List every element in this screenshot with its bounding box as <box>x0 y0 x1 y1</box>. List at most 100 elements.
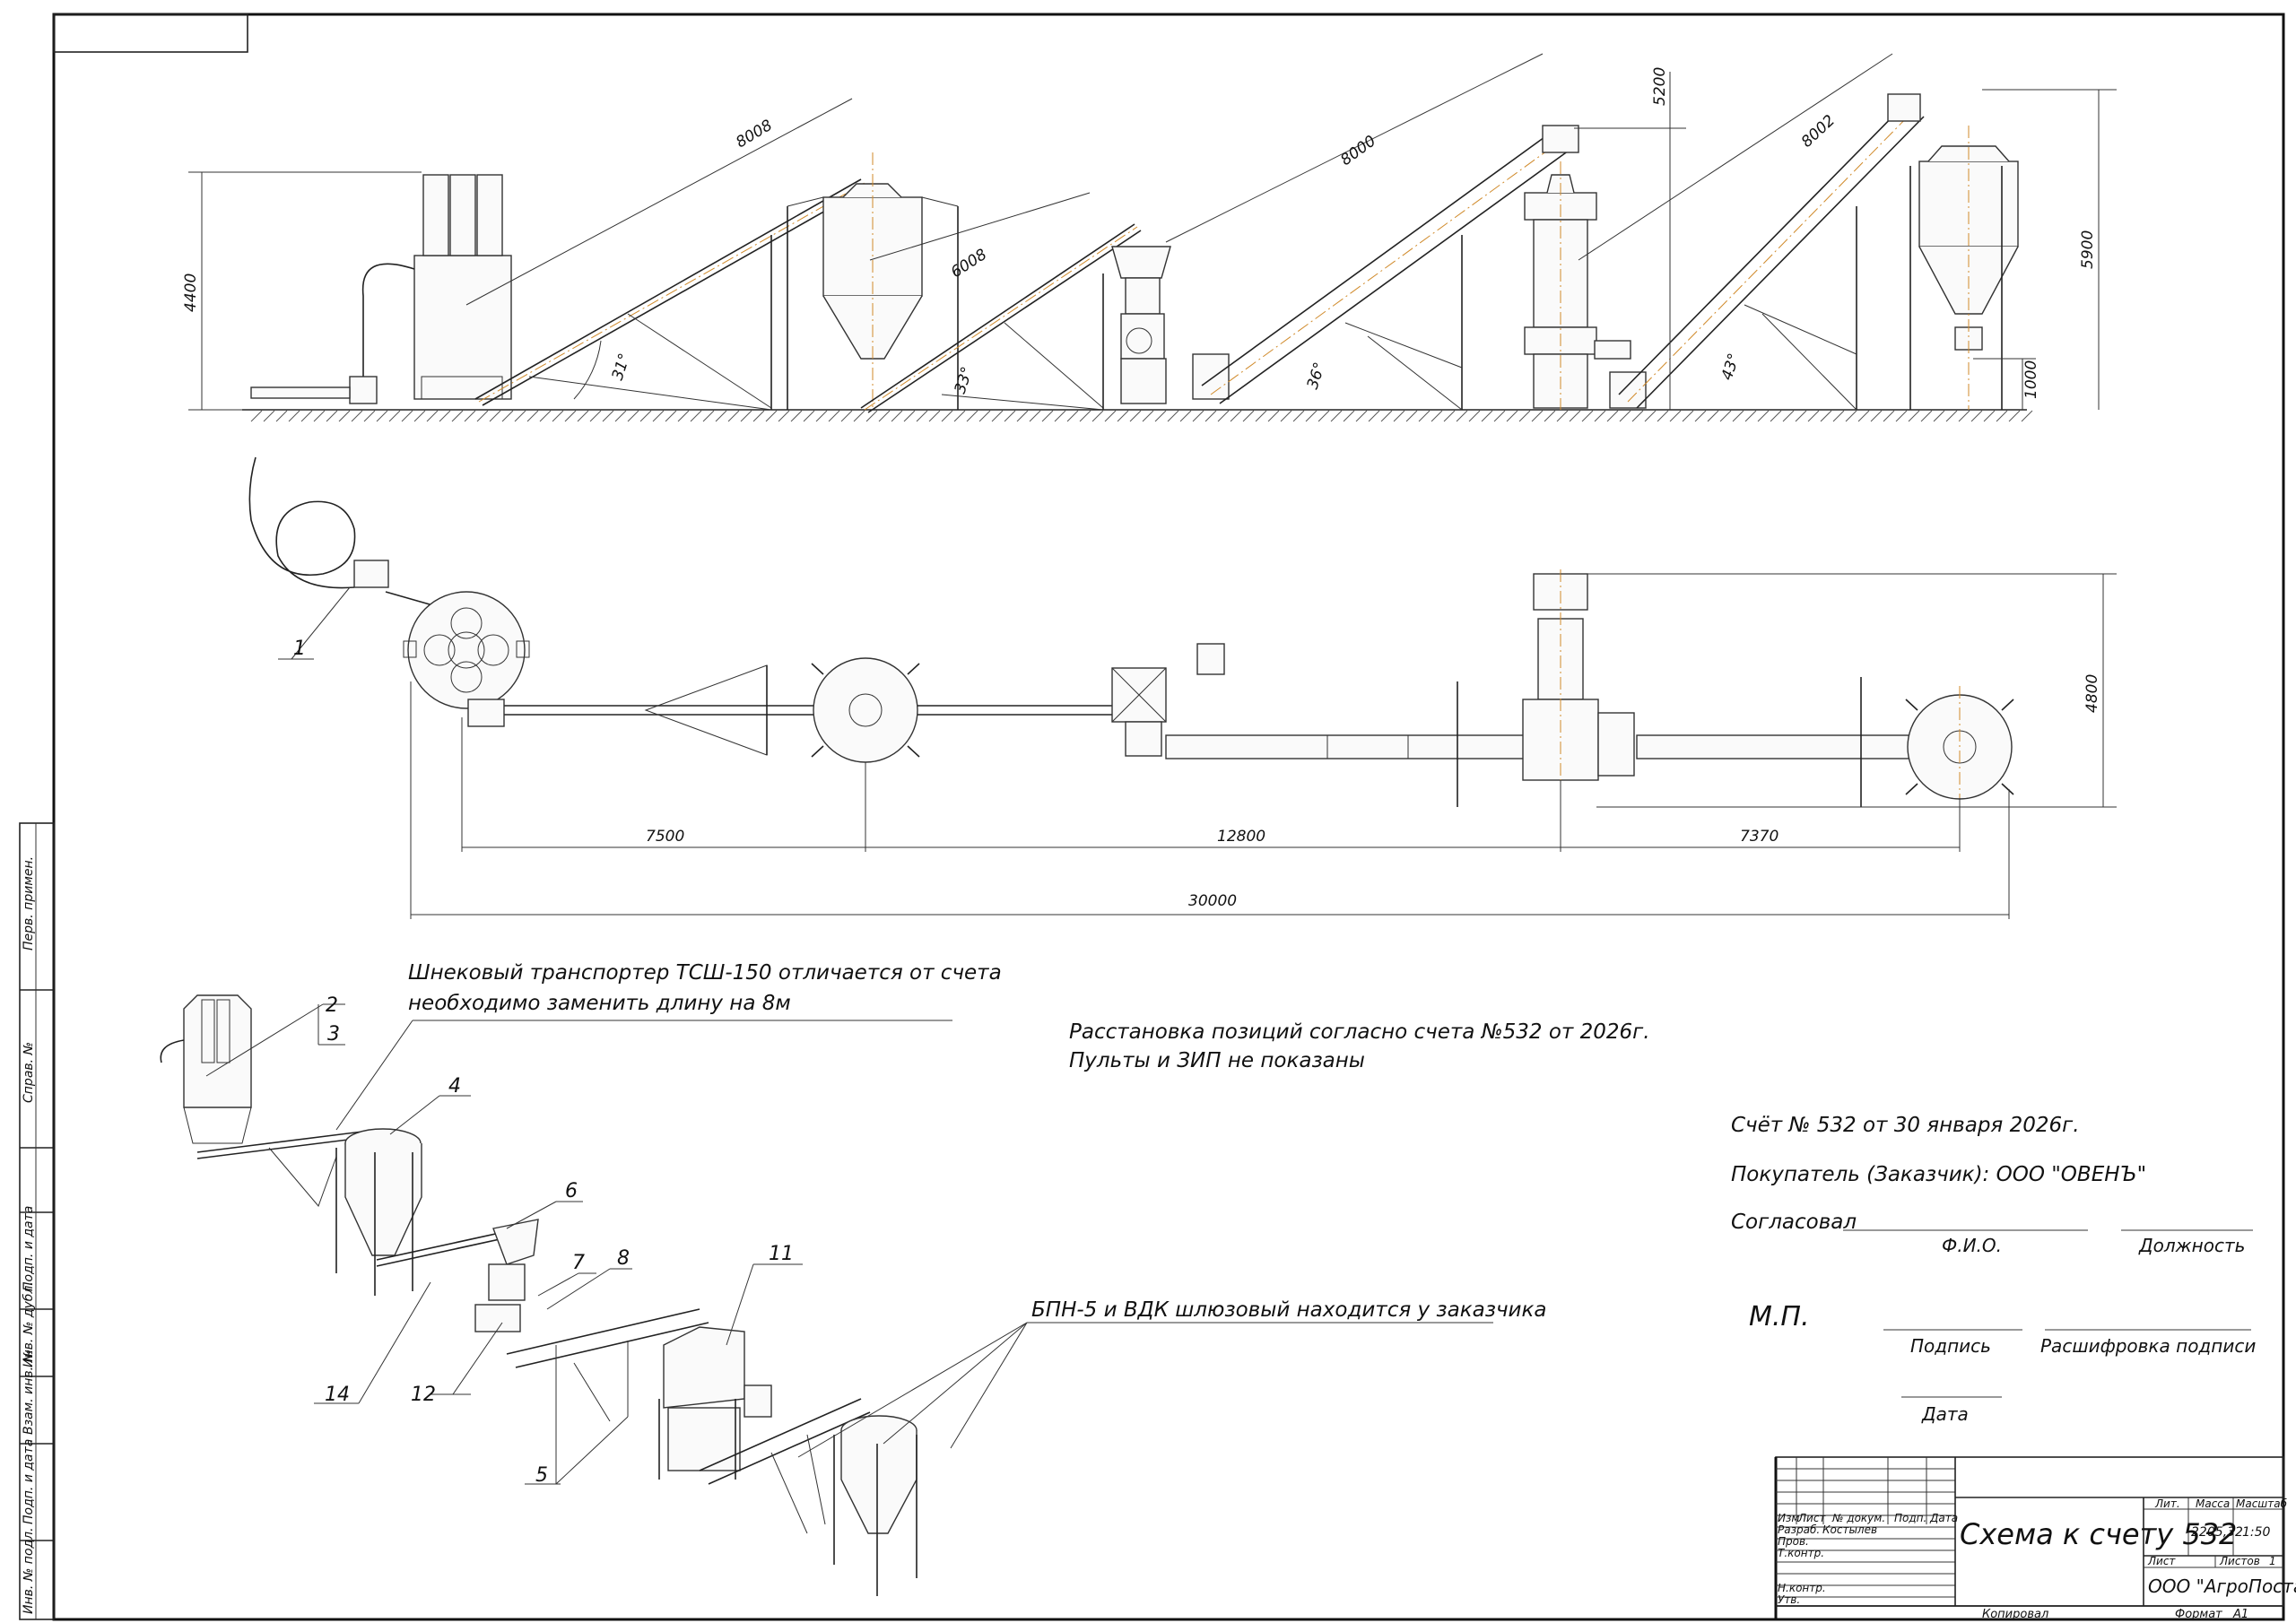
title-block <box>1774 1456 2284 1619</box>
side-label-perv: Перв. примен. <box>22 856 36 950</box>
tb-masshtab: Масштаб <box>2236 1497 2288 1510</box>
screw-note-line1: Шнековый транспортер ТСШ-150 отличается … <box>408 961 1002 985</box>
dim-width: 4800 <box>2083 674 2101 713</box>
side-label-podp2: Подп. и дата <box>22 1439 36 1524</box>
hopper-sluice <box>1111 246 1171 404</box>
leader-lines <box>205 1003 1493 1485</box>
tb-title: Схема к счету 532 <box>1960 1517 2237 1551</box>
tb-col-list: Лист <box>1797 1512 1826 1524</box>
side-label-sprav: Справ. № <box>22 1042 36 1103</box>
iso-conveyor-3 <box>506 1308 709 1422</box>
control-panel <box>1196 643 1225 675</box>
plan-conveyor-2 <box>918 705 1121 716</box>
title-block-text: Схема к счету 532 Изм Лист № докум. Подп… <box>1778 1497 2296 1621</box>
dim-height-right: 5900 <box>2079 230 2097 269</box>
tb-col-data: Дата <box>1929 1512 1958 1524</box>
chain-conveyor-3 <box>1192 125 1579 411</box>
dim-total: 30000 <box>1188 892 1237 910</box>
plan-conveyor-3 <box>1165 681 1544 807</box>
side-label-podp1: Подп. и дата <box>22 1206 36 1291</box>
tb-prov: Пров. <box>1778 1535 1809 1548</box>
ground-hatch <box>250 410 2033 422</box>
side-label-vzam: Взам. инв. № <box>22 1350 36 1435</box>
screw-conveyor-2 <box>860 223 1142 413</box>
callout-8: 8 <box>617 1247 630 1270</box>
plan-conveyor-1 <box>467 664 865 756</box>
callout-6: 6 <box>565 1180 578 1202</box>
tb-tkontr: Т.контр. <box>1778 1547 1824 1559</box>
tb-sheets-value: 1 <box>2269 1555 2276 1567</box>
plan-dims <box>410 573 2117 919</box>
dim-conv3-len: 8000 <box>1337 132 1379 169</box>
angle-label-3: 36° <box>1304 360 1329 392</box>
callout-14: 14 <box>325 1384 350 1406</box>
bpn-note: БПН-5 и ВДК шлюзовый находится у заказчи… <box>1031 1298 1546 1322</box>
dim-hopper-height: 1000 <box>2022 360 2040 399</box>
elevation-view: 4400 8008 6008 8000 5200 8002 5900 1000 … <box>182 53 2117 422</box>
iso-silo-1 <box>335 1128 422 1296</box>
tb-scale-value: 1:50 <box>2242 1525 2271 1540</box>
dim-height-left: 4400 <box>182 273 200 312</box>
signature-label: Подпись <box>1910 1335 1991 1357</box>
layout-note-line1: Расстановка позиций согласно счета №532 … <box>1069 1020 1650 1044</box>
tb-sheet-label: Лист <box>2147 1555 2176 1567</box>
buyer-line: Покупатель (Заказчик): ООО "ОВЕНЪ" <box>1731 1163 2146 1186</box>
tb-company: ООО "АгроПоставка" <box>2148 1575 2296 1597</box>
callout-12: 12 <box>411 1384 436 1406</box>
tb-utv: Утв. <box>1778 1593 1800 1606</box>
tb-razrab: Разраб. <box>1778 1523 1820 1536</box>
dim-conv2-len: 6008 <box>948 246 990 282</box>
screw-conveyor-1 <box>474 178 869 411</box>
side-label-podl: Инв. № подл. <box>22 1527 36 1614</box>
callout-5: 5 <box>535 1464 548 1487</box>
callout-1: 1 <box>293 638 306 660</box>
dryer-plan <box>1522 569 1635 847</box>
dim-seg2: 12800 <box>1217 828 1265 846</box>
mixer-plan <box>403 591 530 709</box>
side-label-dubl: Инв. № дубл. <box>22 1281 36 1367</box>
angle-label-4: 43° <box>1718 352 1744 383</box>
callout-11: 11 <box>769 1243 794 1265</box>
callout-2: 2 <box>326 994 338 1017</box>
dim-conv3-height: 5200 <box>1651 67 1669 106</box>
hopper-plan <box>1111 643 1225 757</box>
iso-mixer <box>160 994 252 1144</box>
tb-lit: Лит. <box>2154 1497 2180 1510</box>
silo-1-plan <box>811 657 920 763</box>
position-label: Должность <box>2138 1235 2245 1256</box>
tb-razrab-name: Костылев <box>1822 1523 1877 1536</box>
plan-dim-labels: 7500 12800 7370 30000 4800 <box>646 674 2101 910</box>
tb-copied: Копировал <box>1982 1608 2048 1621</box>
callout-4: 4 <box>448 1075 461 1098</box>
approval-block: Счёт № 532 от 30 января 2026г. Покупател… <box>1731 1114 2256 1425</box>
layout-note-line2: Пульты и ЗИП не показаны <box>1069 1049 1365 1072</box>
isometric-view: 2 3 4 5 6 7 8 11 12 14 <box>160 994 1493 1596</box>
date-label: Дата <box>1921 1403 1969 1425</box>
tb-format-label: Формат <box>2175 1608 2222 1621</box>
notes: Шнековый транспортер ТСШ-150 отличается … <box>408 961 1650 1322</box>
silo-2 <box>1909 126 2019 410</box>
callout-3: 3 <box>327 1023 340 1046</box>
agreed-label: Согласовал <box>1731 1211 1857 1234</box>
silo-1 <box>787 152 959 410</box>
screw-note-line2: необходимо заменить длину на 8м <box>408 992 791 1015</box>
iso-dryer <box>658 1326 772 1480</box>
dim-conv1-len: 8008 <box>733 117 776 152</box>
angle-label-1: 31° <box>609 352 634 383</box>
invoice-line: Счёт № 532 от 30 января 2026г. <box>1731 1114 2080 1137</box>
dim-conv4-len: 8002 <box>1798 112 1839 152</box>
iso-callouts: 2 3 4 5 6 7 8 11 12 14 <box>325 994 794 1487</box>
chain-conveyor-4 <box>1609 93 1925 411</box>
decoding-label: Расшифровка подписи <box>2040 1335 2256 1357</box>
tb-massa: Масса <box>2196 1497 2230 1510</box>
stamp-label: М.П. <box>1749 1301 1810 1332</box>
tb-col-doc: № докум. <box>1831 1512 1885 1524</box>
dryer-tower <box>1524 161 1631 410</box>
plan-view: 7500 12800 7370 30000 4800 1 <box>248 456 2117 919</box>
tb-nkontr: Н.контр. <box>1778 1582 1826 1594</box>
fio-label: Ф.И.О. <box>1942 1235 2002 1256</box>
tb-col-podp: Подп. <box>1894 1512 1926 1524</box>
tb-mass-value: 2205,32 <box>2191 1525 2243 1540</box>
dim-seg1: 7500 <box>646 828 684 846</box>
